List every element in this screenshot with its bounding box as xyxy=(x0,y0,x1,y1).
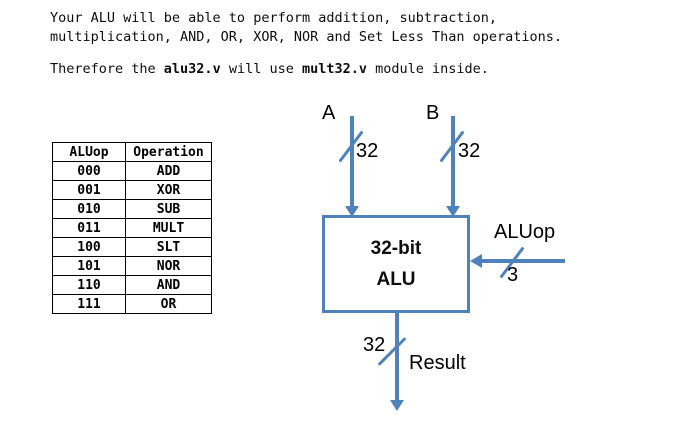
sentence2-text: Therefore the xyxy=(50,61,164,77)
aluop-column-header: ALUop xyxy=(52,142,126,162)
alu-box: 32-bit ALU xyxy=(322,215,470,313)
arrowhead-left-icon xyxy=(470,254,482,268)
input-a-label: A xyxy=(322,102,336,124)
intro-paragraph-1: Your ALU will be able to perform additio… xyxy=(50,9,562,47)
arrowhead-down-icon xyxy=(390,400,404,411)
aluop-code: 110 xyxy=(52,275,126,295)
arrowhead-down-icon xyxy=(345,206,359,217)
aluop-wire xyxy=(480,259,565,263)
sentence2-text: module inside. xyxy=(367,61,489,77)
operation-name: SLT xyxy=(125,237,212,257)
alu32-filename: alu32.v xyxy=(163,61,221,77)
input-b-wire xyxy=(451,116,455,208)
arrowhead-down-icon xyxy=(446,206,460,217)
operation-name: NOR xyxy=(125,256,212,276)
table-row: 111 OR xyxy=(52,294,212,314)
table-row: 010 SUB xyxy=(52,199,212,219)
intro-line-2: multiplication, AND, OR, XOR, NOR and Se… xyxy=(50,29,563,45)
input-a-bus-width: 32 xyxy=(356,140,379,162)
intro-line-1: Your ALU will be able to perform additio… xyxy=(50,10,498,26)
table-row: 001 XOR xyxy=(52,180,212,200)
aluop-code: 001 xyxy=(52,180,126,200)
input-b-label: B xyxy=(426,102,440,124)
intro-paragraph-2: Therefore the alu32.v will use mult32.v … xyxy=(50,60,489,79)
input-a-wire xyxy=(350,116,354,208)
alu-box-title-line1: 32-bit xyxy=(370,237,422,259)
operation-column-header: Operation xyxy=(125,142,212,162)
aluop-bus-width: 3 xyxy=(507,264,519,286)
table-row: 100 SLT xyxy=(52,237,212,257)
aluop-code: 010 xyxy=(52,199,126,219)
operation-name: OR xyxy=(125,294,212,314)
alu-box-title-line2: ALU xyxy=(376,268,416,290)
aluop-label: ALUop xyxy=(494,221,556,243)
table-row: 110 AND xyxy=(52,275,212,295)
result-label: Result xyxy=(409,352,466,374)
result-wire xyxy=(395,312,399,401)
table-header-row: ALUop Operation xyxy=(52,142,212,162)
operation-name: ADD xyxy=(125,161,212,181)
sentence2-text: will use xyxy=(220,61,302,77)
aluop-operation-table: ALUop Operation 000 ADD 001 XOR 010 SUB … xyxy=(52,142,212,314)
mult32-filename: mult32.v xyxy=(301,61,368,77)
input-b-bus-width: 32 xyxy=(458,140,481,162)
result-bus-width: 32 xyxy=(363,334,386,356)
